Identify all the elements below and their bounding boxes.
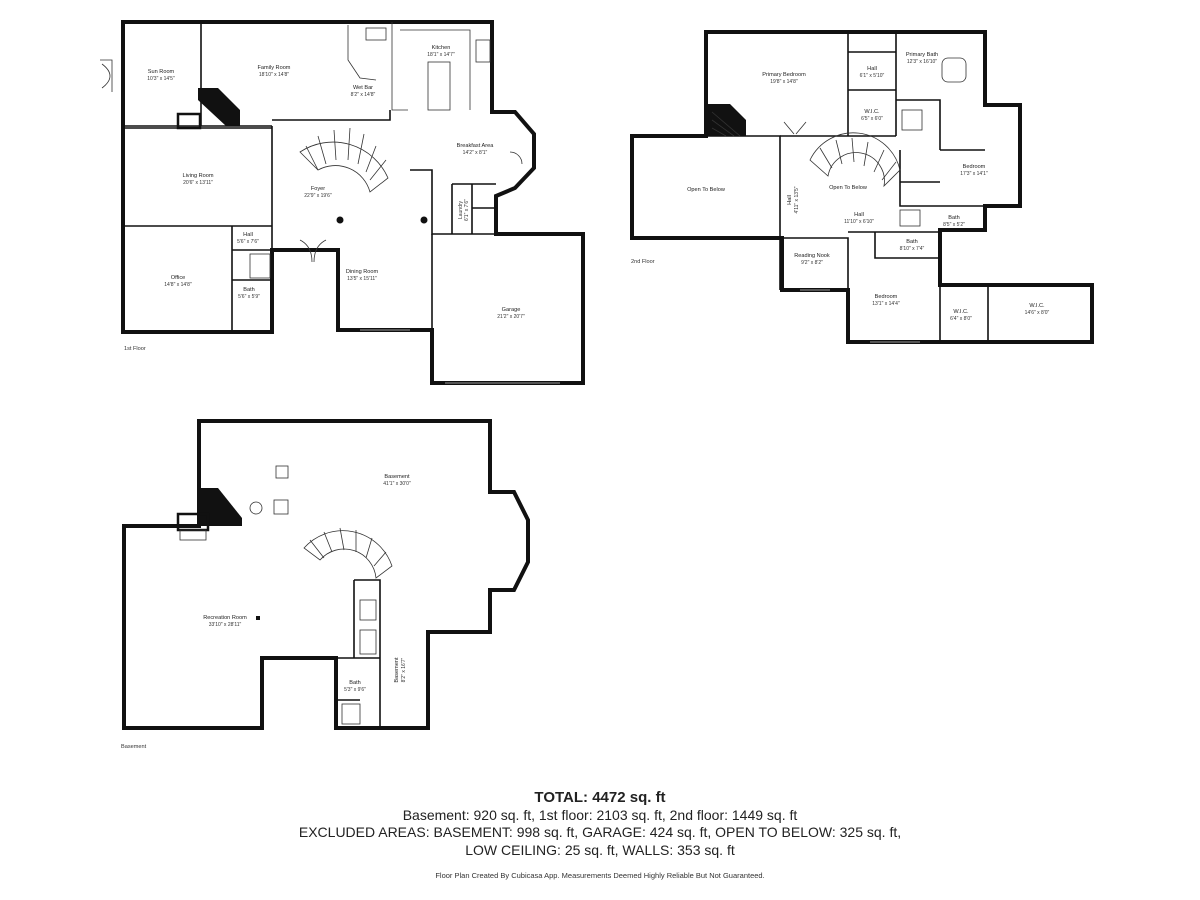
room-dim-bath-b: 8'10" x 7'4" (900, 246, 925, 252)
room-dim-recreation: 33'10" x 28'11" (209, 622, 242, 628)
second-floor-fireplace (708, 104, 746, 136)
room-name-bath: Bath (243, 287, 255, 293)
room-name-hall-b: Hall (787, 195, 793, 205)
room-name-bedroom-a: Bedroom (963, 164, 986, 170)
bathtub (941, 57, 967, 83)
room-name-primary-bath: Primary Bath (906, 52, 938, 58)
room-dim-breakfast: 14'2" x 8'1" (463, 150, 488, 156)
room-name-wic-c: W.I.C. (1029, 303, 1045, 309)
first-floor-staircase (299, 141, 389, 193)
room-name-breakfast: Breakfast Area (457, 143, 495, 149)
excluded-areas: EXCLUDED AREAS: BASEMENT: 998 sq. ft, GA… (298, 824, 902, 840)
room-name-wic-a: W.I.C. (864, 109, 880, 115)
second-floor-plan (630, 30, 1094, 344)
room-dim-wic-b: 6'4" x 8'0" (950, 316, 972, 322)
second-floor-outer-wall (630, 30, 1094, 344)
room-dim-sun-room: 10'3" x 14'5" (147, 76, 175, 82)
room-name-foyer: Foyer (311, 186, 325, 192)
room-name-basement-bath: Bath (349, 680, 361, 686)
room-dim-primary-bath: 12'3" x 16'10" (907, 59, 937, 65)
room-dim-hall-b: 4'11" x 13'5" (794, 186, 800, 213)
room-dim-reading-nook: 9'2" x 8'2" (801, 260, 823, 266)
room-dim-bath: 5'6" x 5'9" (238, 294, 260, 300)
room-name-garage: Garage (502, 307, 521, 313)
total-area: TOTAL: 4472 sq. ft (534, 789, 666, 806)
room-dim-wic-c: 14'6" x 8'0" (1025, 310, 1050, 316)
room-dim-family-room: 18'10" x 14'8" (259, 72, 289, 78)
room-name-open-below-b: Open To Below (829, 185, 868, 191)
room-dim-bedroom-a: 17'3" x 14'1" (960, 171, 988, 177)
room-dim-basement-bath: 5'3" x 9'6" (344, 687, 366, 693)
room-dim-primary-bedroom: 19'8" x 14'8" (770, 79, 798, 85)
excluded-areas-continued: LOW CEILING: 25 sq. ft, WALLS: 353 sq. f… (465, 842, 735, 858)
room-name-hall: Hall (243, 232, 253, 238)
room-dim-wic-a: 6'5" x 6'0" (861, 116, 883, 122)
room-dim-office: 14'8" x 14'8" (164, 282, 192, 288)
floor-area-breakdown: Basement: 920 sq. ft, 1st floor: 2103 sq… (402, 807, 798, 823)
room-name-reading-nook: Reading Nook (794, 253, 830, 259)
room-name-recreation: Recreation Room (203, 615, 247, 621)
room-dim-kitchen: 18'1" x 14'7" (427, 52, 455, 58)
basement-plan (122, 419, 530, 730)
room-name-office: Office (171, 275, 186, 281)
second-floor-label: 2nd Floor (631, 259, 655, 265)
credit-disclaimer: Floor Plan Created By Cubicasa App. Meas… (435, 871, 765, 880)
room-name-hall-c: Hall (854, 212, 864, 218)
room-name-living-room: Living Room (182, 173, 213, 179)
room-dim-bedroom-b: 13'1" x 14'4" (872, 301, 900, 307)
second-floor-staircase (809, 132, 901, 188)
basement-staircase (303, 530, 393, 579)
room-dim-hall-c: 11'10" x 6'10" (844, 219, 874, 225)
room-name-bath-b: Bath (906, 239, 918, 245)
room-dim-garage: 21'2" x 20'7" (497, 314, 525, 320)
room-name-bedroom-b: Bedroom (875, 294, 898, 300)
room-dim-living-room: 20'6" x 13'11" (183, 180, 213, 186)
room-name-sun-room: Sun Room (148, 69, 175, 75)
basement-outer-wall (122, 419, 530, 730)
room-name-laundry: Laundry (458, 200, 464, 219)
room-dim-laundry: 6'1" x 7'6" (464, 199, 470, 221)
room-name-kitchen: Kitchen (432, 45, 451, 51)
basement-fireplace (199, 488, 242, 526)
first-floor-plan (100, 20, 585, 385)
room-dim-basement-main: 41'1" x 30'0" (383, 481, 411, 487)
room-name-wet-bar: Wet Bar (353, 85, 373, 91)
room-dim-foyer: 22'9" x 19'6" (304, 193, 332, 199)
basement-label: Basement (121, 744, 147, 750)
room-name-family-room: Family Room (258, 65, 291, 71)
floor-plan-drawing: 1st Floor Sun Room 10'3" x 14'5" Family … (100, 20, 1094, 750)
room-name-open-below-a: Open To Below (687, 187, 726, 193)
kitchen-island (427, 61, 451, 111)
first-floor-label: 1st Floor (124, 346, 146, 352)
room-dim-dining-room: 13'5" x 15'11" (347, 276, 377, 282)
room-dim-hall: 5'6" x 7'6" (237, 239, 259, 245)
room-name-bath-a: Bath (948, 215, 960, 221)
room-name-wic-b: W.I.C. (953, 309, 969, 315)
room-dim-wet-bar: 8'2" x 14'8" (351, 92, 376, 98)
room-name-basement-side: Basement (394, 657, 400, 683)
room-dim-basement-side: 8'2" x 16'7" (401, 657, 407, 682)
fireplace (198, 88, 240, 126)
room-name-basement-main: Basement (384, 474, 410, 480)
room-name-primary-bedroom: Primary Bedroom (762, 72, 806, 78)
room-dim-bath-a: 8'5" x 5'2" (943, 222, 965, 228)
room-name-dining-room: Dining Room (346, 269, 379, 275)
room-name-hall-a: Hall (867, 66, 877, 72)
first-floor-outer-wall (121, 20, 585, 385)
room-dim-hall-a: 6'1" x 5'10" (860, 73, 885, 79)
